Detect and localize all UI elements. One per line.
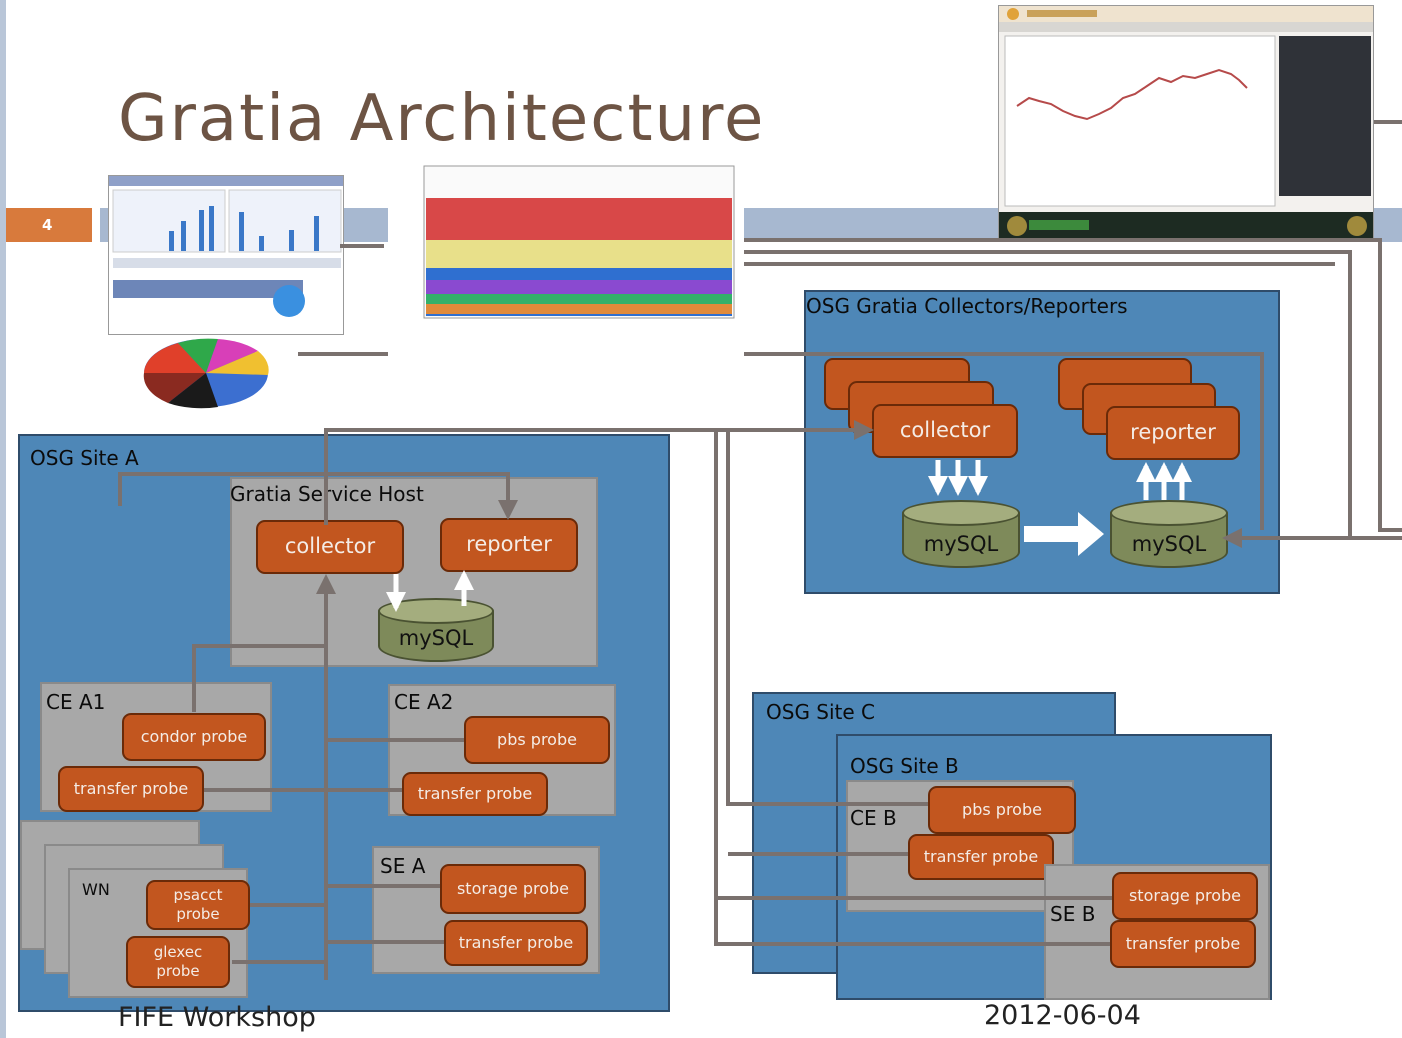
site-a-collector: collector xyxy=(256,520,404,574)
osg-central-label: OSG Gratia Collectors/Reporters xyxy=(806,294,1128,318)
central-mysql-right: mySQL xyxy=(1110,500,1228,568)
osg-site-a-label: OSG Site A xyxy=(30,446,139,470)
wn-psacct-probe: psacct probe xyxy=(146,880,250,930)
footer-left: FIFE Workshop xyxy=(118,1002,316,1033)
slide-left-rule xyxy=(0,0,6,1038)
footer-right: 2012-06-04 xyxy=(984,1000,1141,1031)
ce-a2-label: CE A2 xyxy=(394,690,454,714)
ce-b-transfer-probe: transfer probe xyxy=(908,834,1054,880)
dashboard-screenshot xyxy=(108,175,344,335)
web-report-screenshot xyxy=(998,5,1374,241)
pie-chart-screenshot xyxy=(118,325,298,425)
ce-a1-label: CE A1 xyxy=(46,690,106,714)
slide-title: Gratia Architecture xyxy=(118,82,766,156)
central-mysql-left: mySQL xyxy=(902,500,1020,568)
central-collector: collector xyxy=(872,404,1018,458)
ce-a1-transfer-probe: transfer probe xyxy=(58,766,204,812)
ce-a1-condor-probe: condor probe xyxy=(122,713,266,761)
ce-b-label: CE B xyxy=(850,806,897,830)
site-a-mysql: mySQL xyxy=(378,598,494,662)
osg-site-b-label: OSG Site B xyxy=(850,754,959,778)
se-b-label: SE B xyxy=(1050,902,1096,926)
central-reporter: reporter xyxy=(1106,406,1240,460)
stacked-bar-chart-screenshot xyxy=(388,158,744,380)
gratia-service-host-label: Gratia Service Host xyxy=(230,482,424,506)
ce-a2-pbs-probe: pbs probe xyxy=(464,716,610,764)
wn-label: WN xyxy=(82,880,110,899)
se-a-label: SE A xyxy=(380,854,426,878)
se-b-storage-probe: storage probe xyxy=(1112,872,1258,920)
site-a-reporter: reporter xyxy=(440,518,578,572)
osg-site-c-label: OSG Site C xyxy=(766,700,876,724)
se-a-transfer-probe: transfer probe xyxy=(444,920,588,966)
ce-b-pbs-probe: pbs probe xyxy=(928,786,1076,834)
slide-number: 4 xyxy=(6,208,92,242)
ce-a2-transfer-probe: transfer probe xyxy=(402,772,548,816)
wn-glexec-probe: glexec probe xyxy=(126,936,230,988)
se-a-storage-probe: storage probe xyxy=(440,864,586,914)
se-b-transfer-probe: transfer probe xyxy=(1110,920,1256,968)
